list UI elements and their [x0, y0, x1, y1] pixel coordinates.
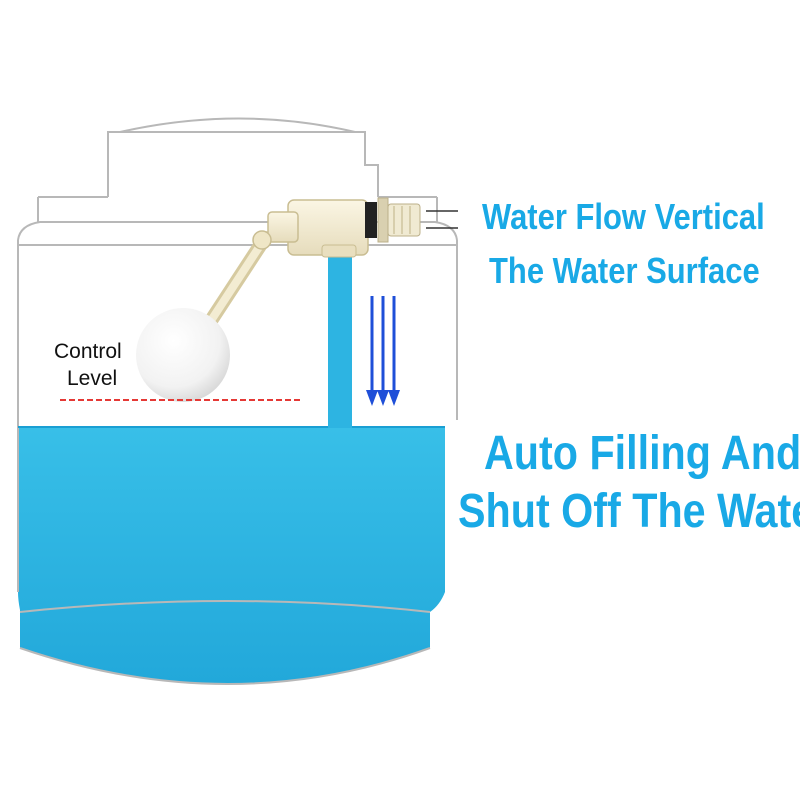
flow-arrows [366, 296, 400, 406]
caption-auto-filling: Auto Filling And [484, 427, 800, 480]
control-level-label-line2: Level [67, 367, 118, 390]
caption-shut-off: Shut Off The Water [458, 485, 800, 538]
water-stream [328, 250, 352, 428]
caption-water-surface: The Water Surface [489, 250, 760, 291]
caption-water-flow: Water Flow Vertical [482, 196, 765, 237]
inlet-pipe [426, 210, 458, 229]
flow-arrow-2-head [377, 390, 389, 406]
float-ball [136, 308, 230, 402]
tank-outline [17, 117, 458, 685]
water-body [18, 427, 445, 684]
flow-arrow-3-head [388, 390, 400, 406]
control-level-label-line1: Control [54, 340, 122, 363]
flow-arrow-1-head [366, 390, 378, 406]
float-valve [252, 197, 421, 258]
